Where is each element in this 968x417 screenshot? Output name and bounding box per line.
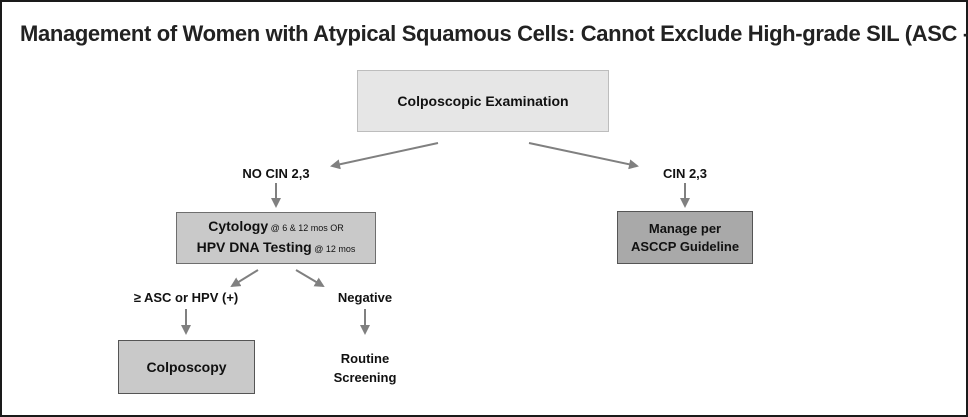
cytology-hpv-box: Cytology @ 6 & 12 mos OR HPV DNA Testing…: [176, 212, 376, 264]
cytology-label: Cytology: [208, 218, 269, 234]
colposcopic-examination-box: Colposcopic Examination: [357, 70, 609, 132]
manage-per-asccp-box: Manage per ASCCP Guideline: [617, 211, 753, 264]
arrow-cytology-to-asc: [230, 269, 259, 288]
routine-line-2: Screening: [333, 370, 397, 385]
colposcopy-box: Colposcopy: [118, 340, 255, 394]
diagram-title: Management of Women with Atypical Squamo…: [20, 21, 968, 47]
manage-line-1: Manage per: [648, 220, 722, 236]
cin-label: CIN 2,3: [662, 166, 708, 181]
colposcopic-examination-label: Colposcopic Examination: [397, 93, 569, 109]
hpv-label: HPV DNA Testing: [196, 239, 312, 255]
asc-hpv-label: ≥ ASC or HPV (+): [133, 290, 239, 305]
no-cin-label: NO CIN 2,3: [242, 166, 310, 181]
routine-line-1: Routine: [340, 351, 390, 366]
hpv-detail: @ 12 mos: [311, 244, 356, 254]
negative-label: Negative: [337, 290, 393, 305]
title-highlight: (ASC - H): [904, 21, 968, 46]
arrow-exam-to-no-cin: [330, 142, 439, 170]
title-main: Management of Women with Atypical Squamo…: [20, 21, 905, 46]
colposcopy-label: Colposcopy: [146, 359, 227, 375]
manage-line-2: ASCCP Guideline: [630, 238, 740, 254]
arrow-cytology-to-negative: [295, 269, 325, 288]
cytology-detail: @ 6 & 12 mos OR: [268, 223, 344, 233]
arrow-exam-to-cin: [528, 142, 639, 170]
routine-screening-label: Routine Screening: [320, 349, 410, 387]
